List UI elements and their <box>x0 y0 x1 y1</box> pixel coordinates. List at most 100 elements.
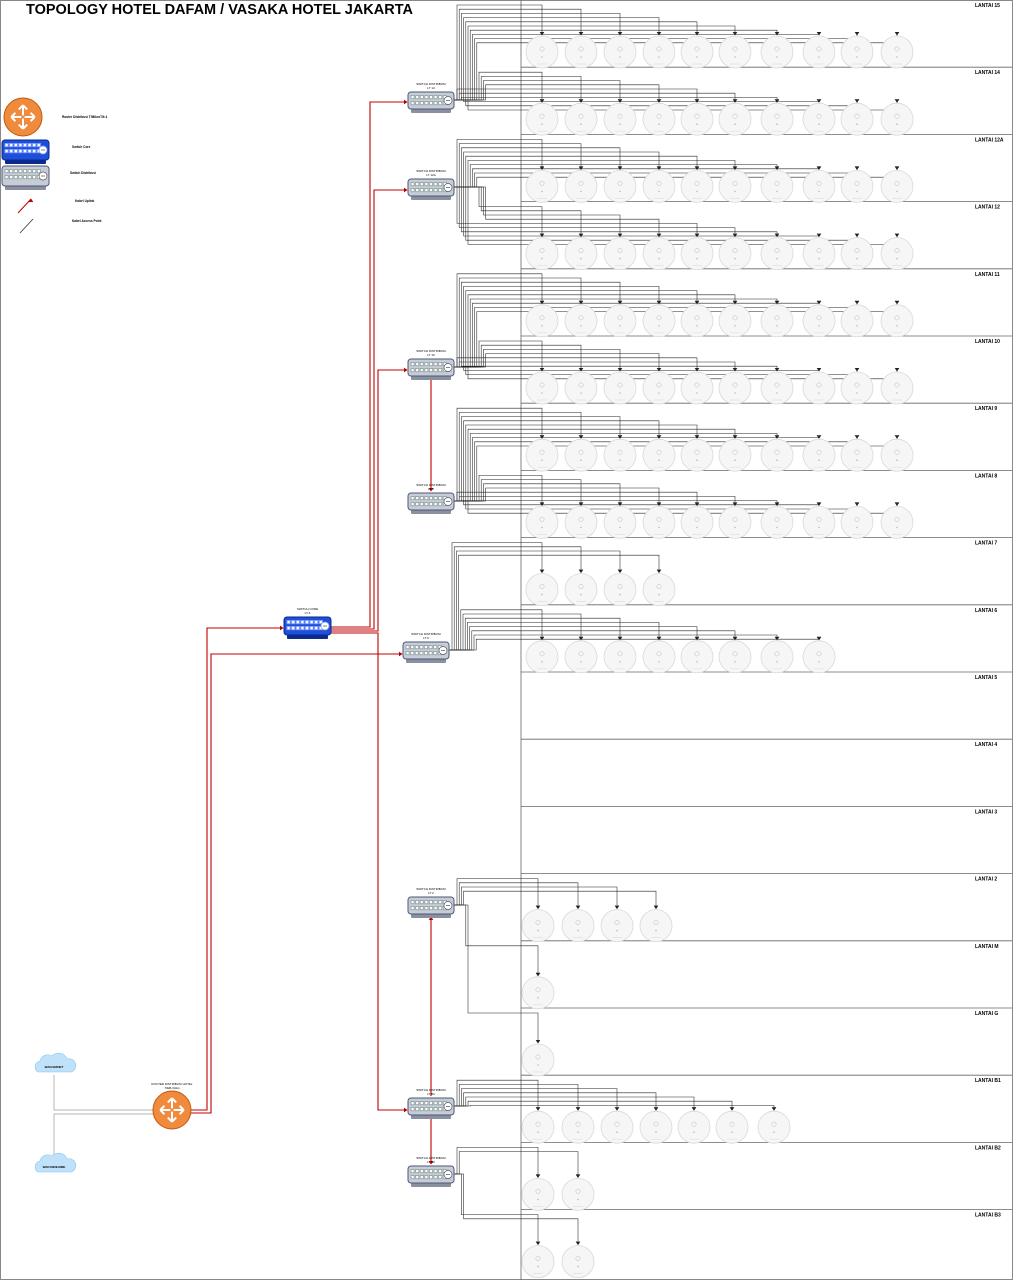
access-point-icon <box>564 102 598 136</box>
switch-label: SWITCH DISTRIBUSI <box>416 349 446 353</box>
access-point-icon <box>802 237 836 271</box>
arrow-head <box>854 367 860 372</box>
arrow-head <box>816 435 822 439</box>
access-point-icon <box>525 304 559 338</box>
access-point-icon <box>525 371 559 405</box>
access-point-icon <box>561 1178 595 1211</box>
arrow-head <box>694 300 700 305</box>
arrow-head <box>894 300 900 305</box>
access-point-icon <box>718 35 752 69</box>
access-point-icon <box>760 102 794 136</box>
arrow-head <box>539 636 545 641</box>
ap-cable <box>454 361 736 371</box>
access-point-icon <box>564 237 598 271</box>
switch-distribution-icon <box>407 1165 455 1187</box>
arrow-head <box>694 636 700 641</box>
switch-label: LT 6 <box>423 636 429 640</box>
arrow-head <box>774 636 780 641</box>
wan-cable <box>53 1113 155 1160</box>
arrow-head <box>694 502 700 506</box>
access-point-icon <box>564 169 598 203</box>
access-point-icon <box>521 1110 555 1144</box>
arrow-head <box>732 300 738 305</box>
arrow-head <box>816 636 822 641</box>
arrow-head <box>774 31 780 36</box>
arrow-head <box>774 435 780 439</box>
access-point-icon <box>757 1110 791 1144</box>
arrow-head <box>617 569 623 574</box>
arrow-head <box>894 31 900 36</box>
switch-distribution-icon <box>407 492 455 514</box>
switch-distribution-icon <box>407 358 455 380</box>
floor-label: LANTAI 9 <box>975 406 997 412</box>
arrow-head <box>656 99 662 103</box>
arrow-head <box>656 166 662 170</box>
ap-cable <box>454 479 582 506</box>
access-point-icon <box>802 102 836 136</box>
cloud-icon: WAN INDIHOME <box>34 1152 77 1173</box>
access-point-icon <box>521 1043 555 1077</box>
access-point-icon <box>564 371 598 405</box>
arrow-head <box>656 233 662 238</box>
arrow-head <box>774 99 780 103</box>
arrow-head <box>617 233 623 238</box>
floor-label: LANTAI M <box>975 944 999 950</box>
floor-label: LANTAI 15 <box>975 3 1000 9</box>
ap-links <box>28 4 900 1246</box>
arrow-head <box>614 905 620 910</box>
arrow-head <box>617 636 623 641</box>
access-point-icon <box>880 169 914 203</box>
arrow-head <box>732 502 738 506</box>
arrow-head <box>578 502 584 506</box>
access-point-icon <box>642 438 676 472</box>
arrow-head <box>656 569 662 574</box>
arrow-head <box>617 99 623 103</box>
access-point-icon <box>802 438 836 472</box>
access-point-icon <box>642 573 676 606</box>
arrow-head <box>774 502 780 506</box>
uplink-cable <box>188 627 283 1111</box>
access-point-icon <box>561 1110 595 1144</box>
access-point-icon <box>718 237 752 271</box>
ap-cable <box>454 1079 539 1111</box>
ap-cable <box>454 878 539 909</box>
ap-cable <box>454 890 657 909</box>
access-point-icon <box>718 640 752 674</box>
arrow-head <box>539 435 545 439</box>
switch-label: LT 10 <box>427 353 435 357</box>
access-point-icon <box>760 169 794 203</box>
arrow-head <box>617 300 623 305</box>
arrow-head <box>854 31 860 36</box>
arrow-head <box>894 367 900 372</box>
floor-label: LANTAI 12 <box>975 205 1000 211</box>
ap-cable <box>454 143 582 188</box>
access-point-icon <box>718 304 752 338</box>
access-point-icon <box>802 371 836 405</box>
arrow-head <box>575 905 581 910</box>
uplink-cable <box>330 632 407 1111</box>
floor-grid <box>520 0 1012 1280</box>
cloud-label: WAN BIZNET <box>45 1065 64 1069</box>
access-point-icon <box>521 909 555 942</box>
access-point-icon <box>642 304 676 338</box>
floor-label: LANTAI 4 <box>975 742 997 748</box>
legend-switch-distribution-icon <box>1 165 50 190</box>
access-point-icon <box>840 35 874 69</box>
arrow-head <box>854 435 860 439</box>
arrow-head <box>578 435 584 439</box>
uplink-cable <box>330 101 407 628</box>
access-point-icon <box>760 35 794 69</box>
router-label: T/EB-3(Hs) <box>165 1086 180 1090</box>
access-point-icon <box>642 169 676 203</box>
ap-cable <box>454 1147 539 1178</box>
ap-cable <box>454 882 579 909</box>
floor-label: LANTAI 6 <box>975 608 997 614</box>
access-point-icon <box>642 102 676 136</box>
floor-label: LANTAI 11 <box>975 272 1000 278</box>
arrow-head <box>854 233 860 238</box>
ap-cable <box>454 340 543 371</box>
access-point-icon <box>718 438 752 472</box>
ap-cable <box>454 1092 657 1111</box>
cloud-label: WAN INDIHOME <box>43 1165 66 1169</box>
switch-label: SWITCH DISTRIBUSI <box>416 169 446 173</box>
